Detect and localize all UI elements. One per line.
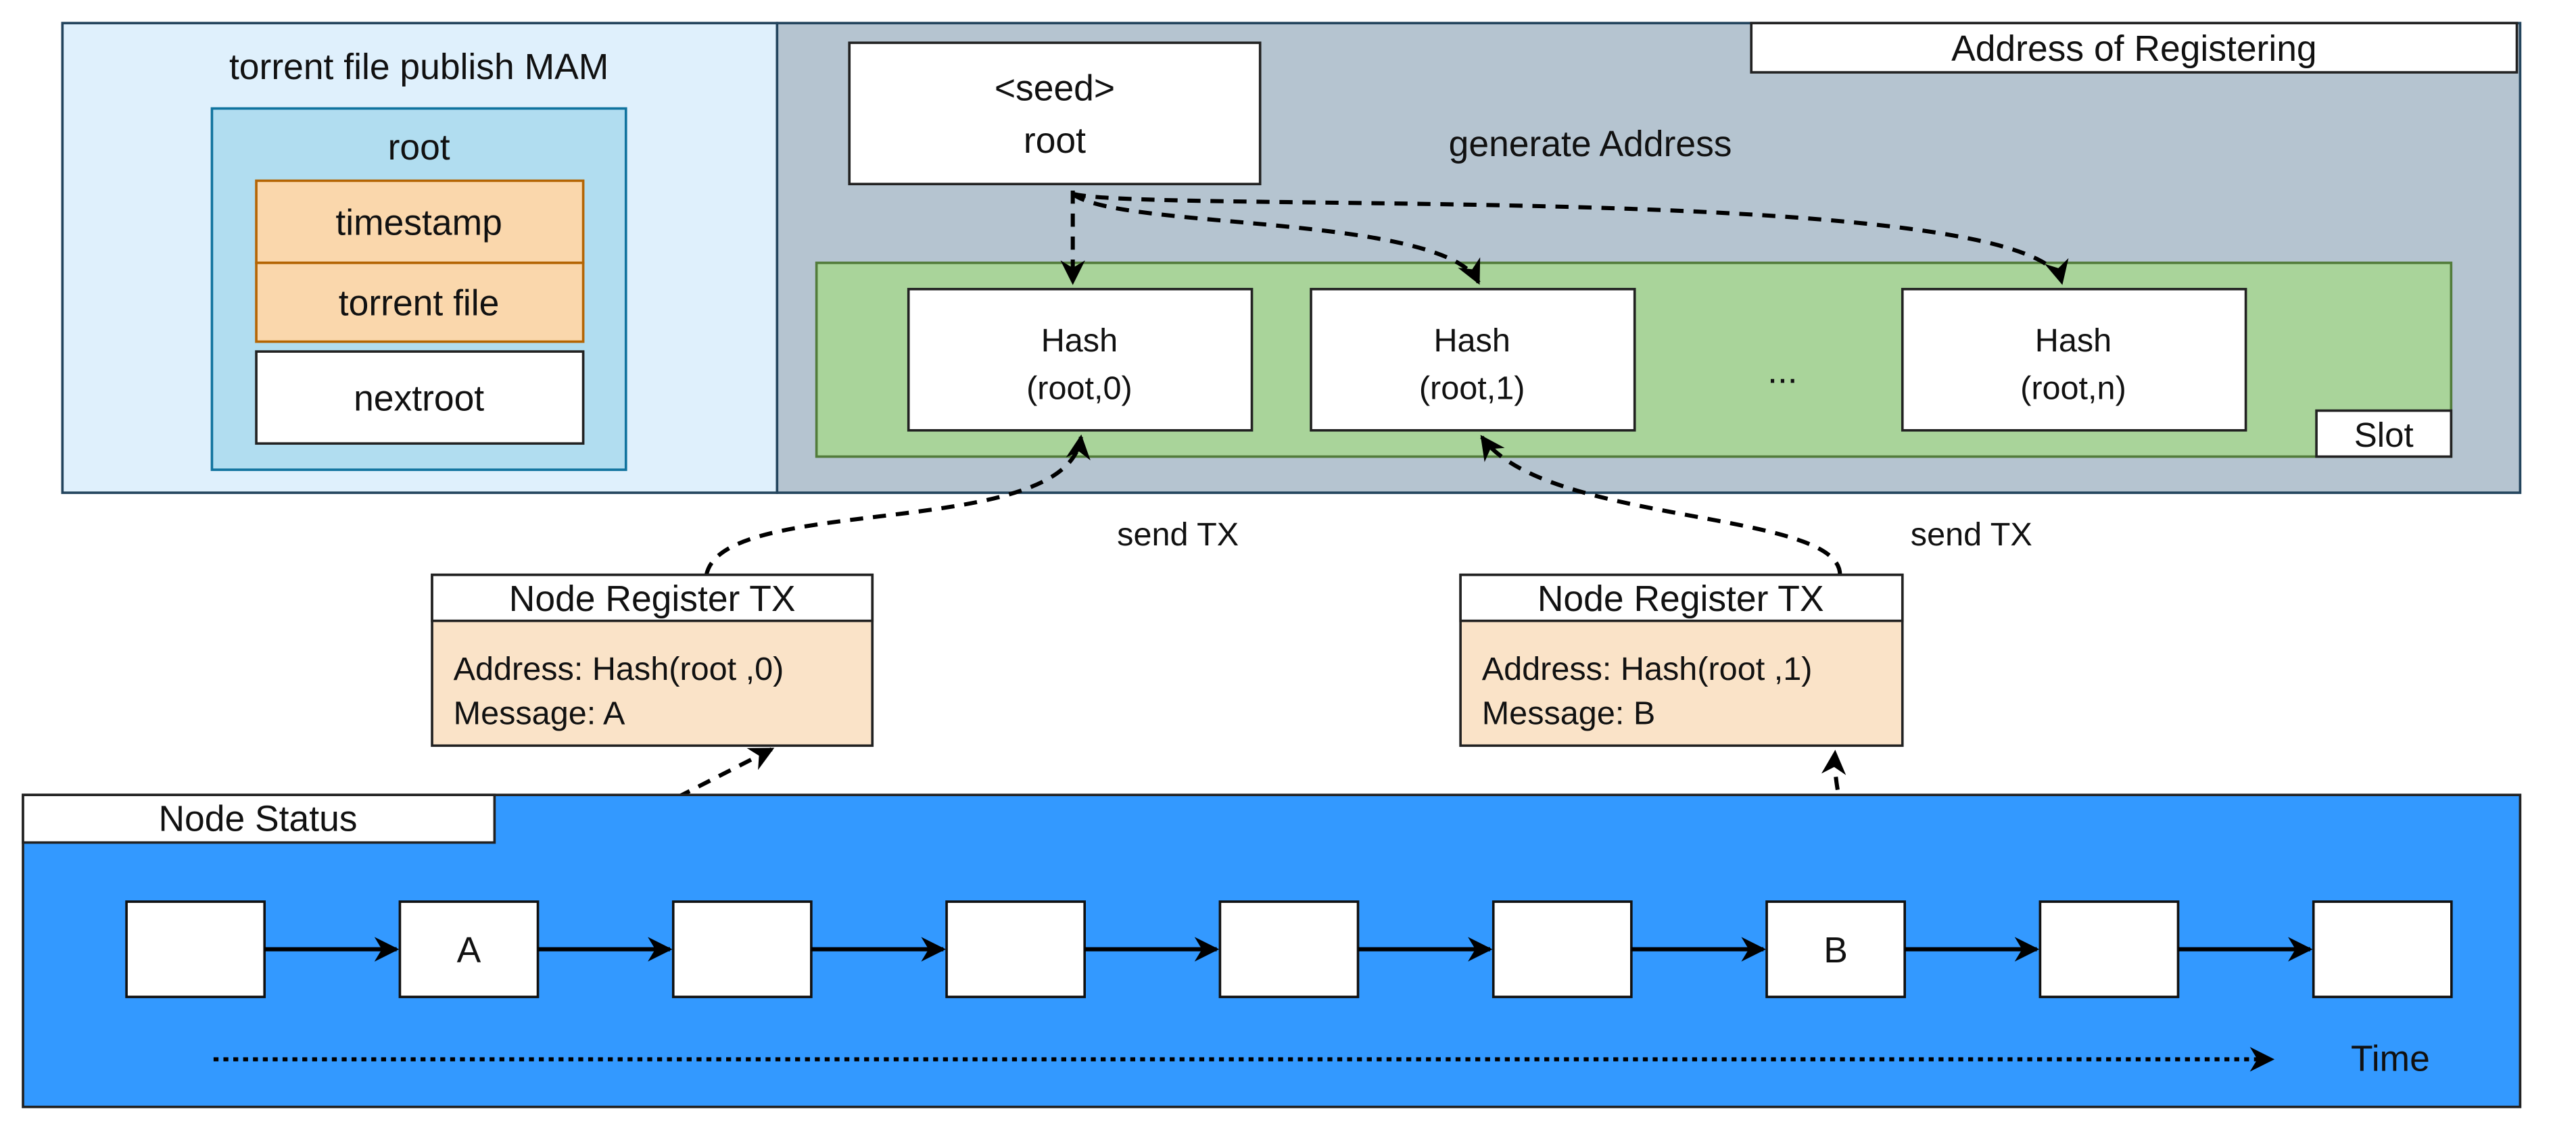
node-box xyxy=(671,900,813,998)
ellipsis: ... xyxy=(1767,351,1798,391)
node-register-tx-1: Node Register TX Address: Hash(root ,1) … xyxy=(1459,573,1904,747)
tx-header: Node Register TX xyxy=(1537,579,1824,619)
tx-message: Message: B xyxy=(1482,695,1656,732)
hash-box-0: Hash (root,0) xyxy=(907,287,1254,432)
node-label: B xyxy=(1823,931,1848,971)
mam-title: torrent file publish MAM xyxy=(229,47,609,87)
hash-label: Hash xyxy=(2035,322,2112,359)
timestamp-label: timestamp xyxy=(335,203,502,243)
node-status-title: Node Status xyxy=(158,800,357,839)
torrent-file-field xyxy=(255,262,585,343)
send-tx-label-1: send TX xyxy=(1911,516,2032,553)
generate-arrows xyxy=(1060,190,2069,285)
node-box xyxy=(1218,900,1360,998)
address-title: Address of Registering xyxy=(1951,29,2317,69)
tx-address: Address: Hash(root ,1) xyxy=(1482,651,1813,687)
hash-label: Hash xyxy=(1433,322,1510,359)
mam-panel: torrent file publish MAM root timestamp … xyxy=(61,22,779,494)
nextroot-box xyxy=(255,350,585,445)
seed-label: <seed> xyxy=(995,68,1115,108)
node-label: A xyxy=(457,931,481,971)
address-title-box xyxy=(1750,22,2519,74)
node-box xyxy=(1492,900,1633,998)
hash-label: Hash xyxy=(1041,322,1118,359)
generate-address-label: generate Address xyxy=(1449,124,1732,164)
timestamp-field xyxy=(255,179,585,264)
arrow-to-hash-n xyxy=(1072,191,2069,285)
hash-args: (root,0) xyxy=(1026,370,1132,407)
torrent-file-label: torrent file xyxy=(339,284,500,324)
node-box xyxy=(398,900,540,998)
tx-address: Address: Hash(root ,0) xyxy=(454,651,784,687)
root-label: root xyxy=(388,128,450,168)
node-box xyxy=(945,900,1087,998)
send-tx-arrow-0 xyxy=(704,434,1091,576)
tx-header: Node Register TX xyxy=(509,579,796,619)
node-box xyxy=(1765,900,1906,998)
node-box xyxy=(125,900,266,998)
hash-args: (root,n) xyxy=(2020,370,2126,407)
seed-root-label: root xyxy=(1024,121,1086,161)
node-box xyxy=(2312,900,2453,998)
send-tx-label-0: send TX xyxy=(1117,516,1239,553)
send-tx-arrow-1 xyxy=(1480,435,1842,575)
time-label: Time xyxy=(2351,1039,2430,1079)
hash-box-n: Hash (root,n) xyxy=(1901,287,2247,432)
hash-args: (root,1) xyxy=(1419,370,1525,407)
arrow-to-hash-1 xyxy=(1071,192,1481,285)
node-box xyxy=(2038,900,2180,998)
tx-message: Message: A xyxy=(454,695,625,732)
nextroot-label: nextroot xyxy=(354,379,484,419)
slot-label-box xyxy=(2315,409,2453,458)
node-register-tx-0: Node Register TX Address: Hash(root ,0) … xyxy=(431,573,874,747)
hash-box-1: Hash (root,1) xyxy=(1310,287,1636,432)
slot-label: Slot xyxy=(2354,416,2414,454)
seed-root-box xyxy=(848,41,1262,186)
address-panel: Address of Registering <seed> root gener… xyxy=(776,22,2522,494)
